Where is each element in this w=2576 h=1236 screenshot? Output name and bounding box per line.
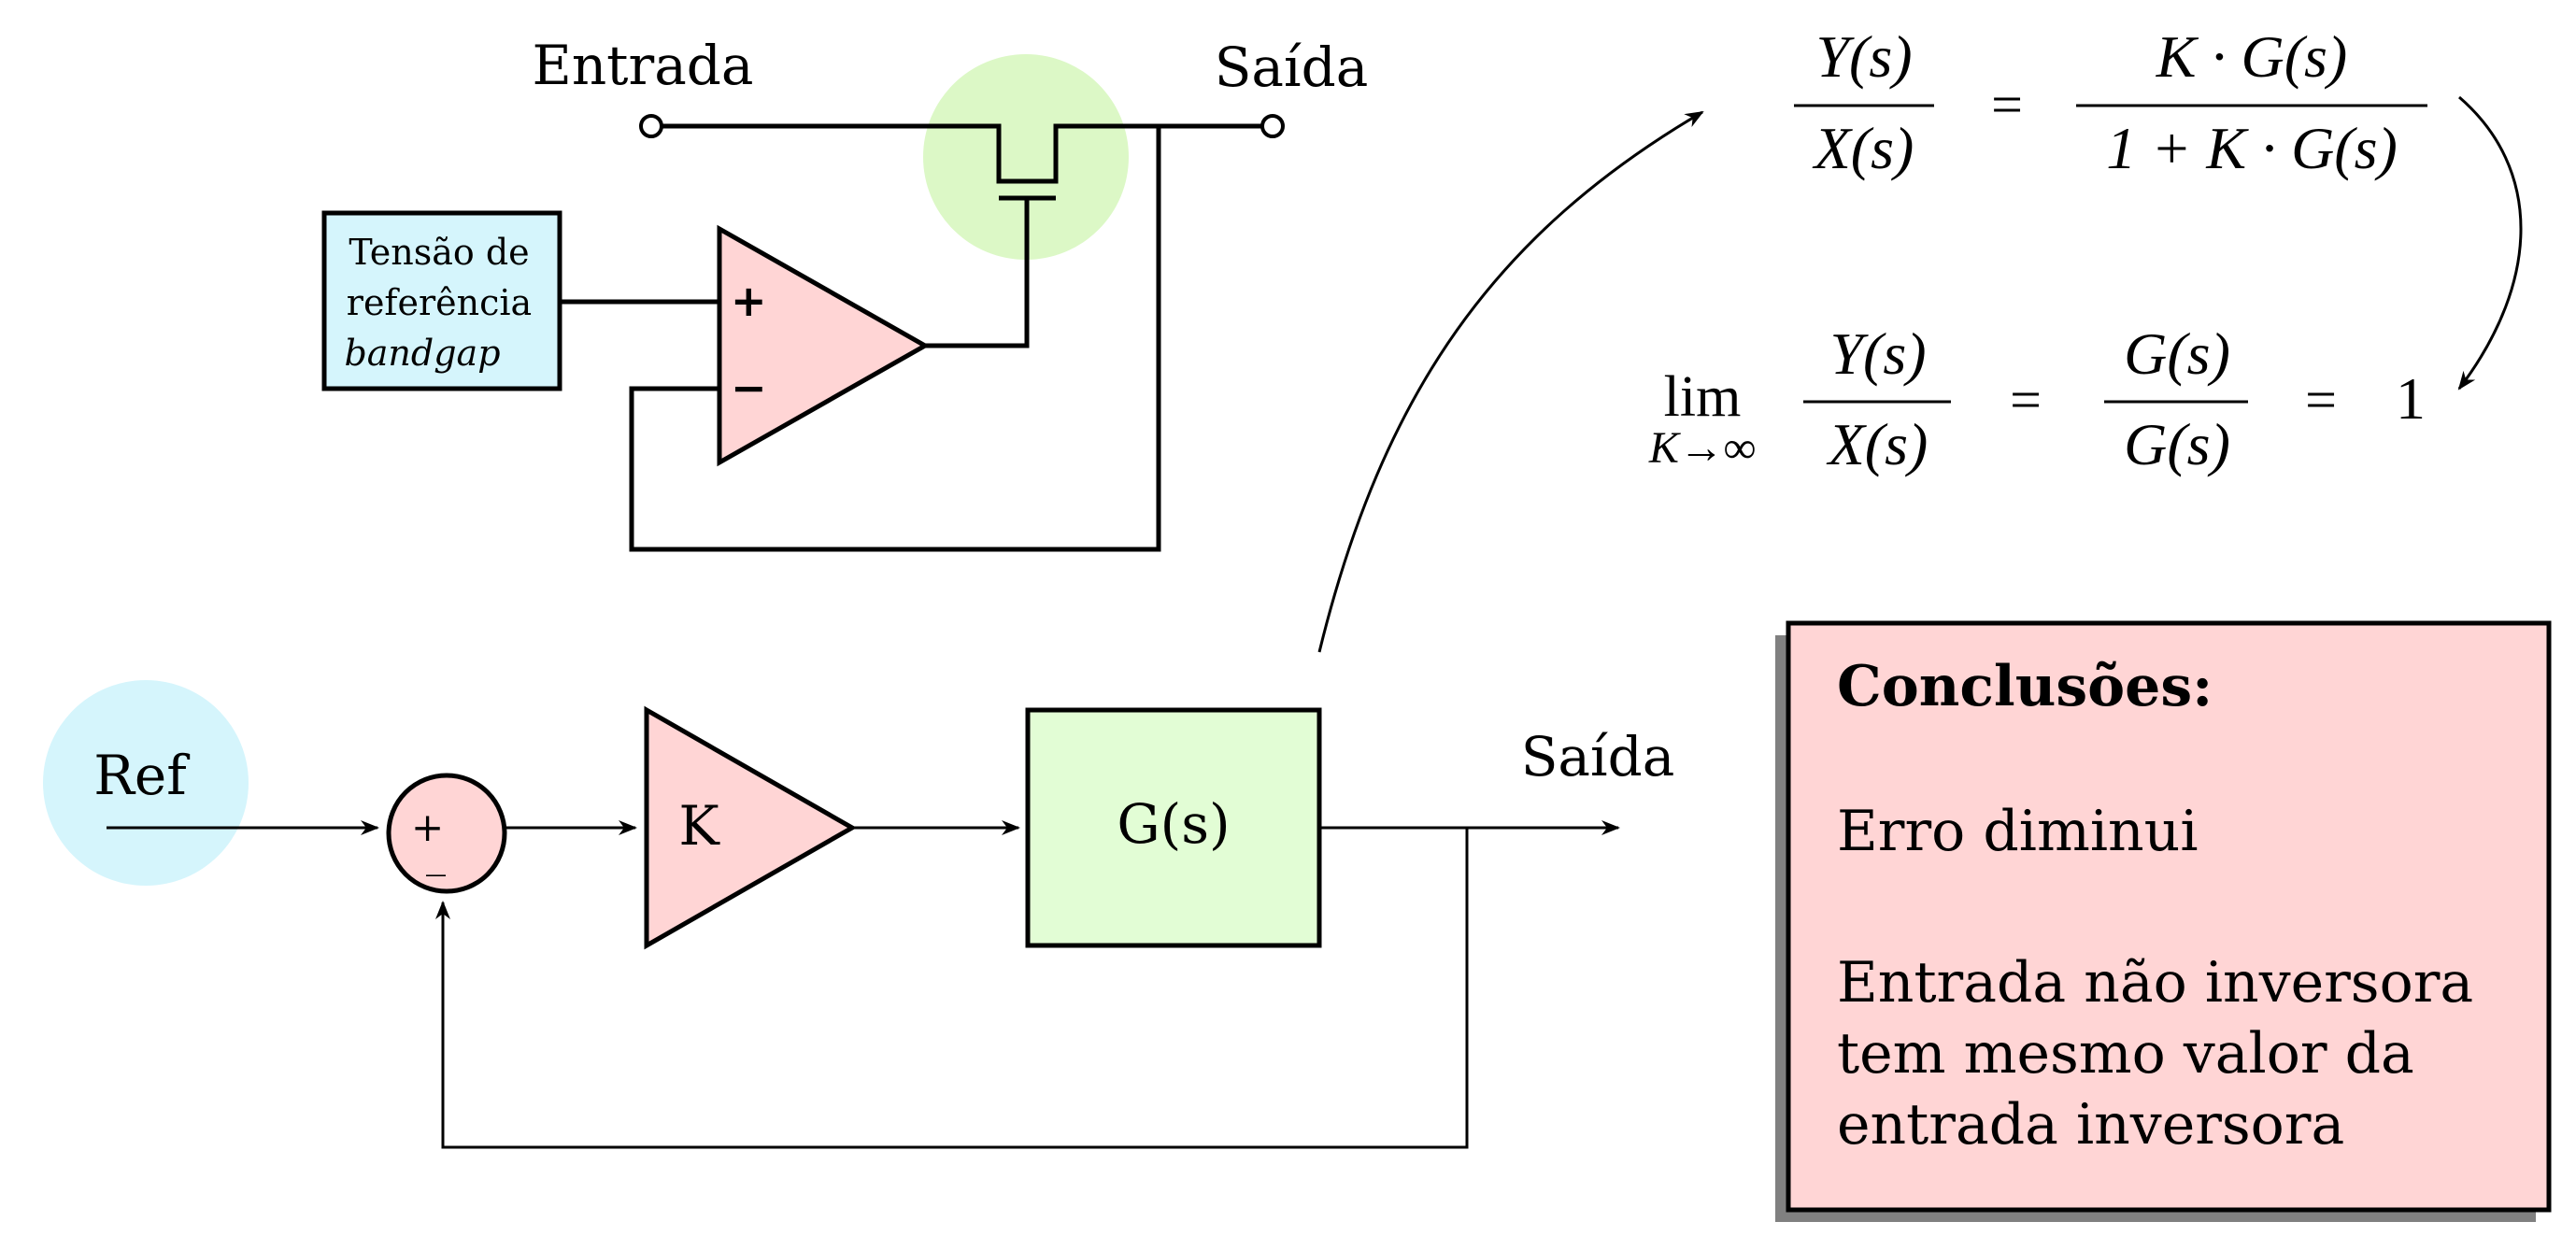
eq1-tf-numerator: K · G(s) bbox=[2156, 23, 2347, 90]
ldo-circuit: + − Tensão de referência bandgap Entrada… bbox=[321, 34, 1369, 552]
reference-label-line2: referência bbox=[347, 282, 532, 323]
block-feedback-wire bbox=[435, 828, 1469, 1149]
eq2-ratio-denominator: X(s) bbox=[1826, 411, 1928, 477]
eq2-one: 1 bbox=[2396, 365, 2426, 432]
ref-circle bbox=[43, 680, 249, 886]
op-amp-minus: − bbox=[731, 362, 767, 413]
curved-arrow-between-equations bbox=[2457, 95, 2523, 391]
conclusions-line2-a: Entrada não inversora bbox=[1837, 950, 2473, 1016]
eq2-equals-1: = bbox=[2010, 369, 2042, 431]
summer-minus: _ bbox=[426, 831, 446, 876]
reference-label-line1: Tensão de bbox=[349, 232, 529, 273]
reference-label-italic: bandgap bbox=[344, 333, 500, 374]
limit-equation: lim K→∞ Y(s) X(s) = G(s) G(s) = 1 bbox=[1648, 320, 2426, 477]
conclusions-line2-c: entrada inversora bbox=[1837, 1092, 2344, 1158]
reference-box bbox=[321, 210, 562, 391]
eq2-g-numerator: G(s) bbox=[2124, 320, 2230, 387]
conclusions-line1: Erro diminui bbox=[1837, 799, 2199, 864]
block-diagram: Ref + _ K G(s) Saída bbox=[43, 680, 1675, 1149]
summer-plus: + bbox=[411, 804, 444, 850]
summer-junction bbox=[386, 773, 507, 894]
eq1-equals: = bbox=[1991, 74, 2023, 135]
op-amp-plus: + bbox=[731, 276, 767, 326]
curved-arrow-to-equation bbox=[1317, 110, 1704, 653]
eq1-tf-denominator: 1 + K · G(s) bbox=[2106, 115, 2398, 181]
op-amp bbox=[717, 224, 931, 467]
eq2-equals-2: = bbox=[2305, 369, 2337, 431]
output-terminal bbox=[1260, 114, 1285, 138]
eq2-lim-subscript: K→∞ bbox=[1648, 423, 1756, 473]
eq2-g-denominator: G(s) bbox=[2124, 411, 2230, 477]
plant-label: G(s) bbox=[1117, 792, 1230, 856]
conclusions-box bbox=[1786, 620, 2552, 1213]
input-terminal bbox=[639, 114, 663, 138]
gate-wire bbox=[925, 198, 1030, 348]
input-output-wire bbox=[651, 123, 1273, 184]
conclusions-title: Conclusões: bbox=[1837, 654, 2213, 719]
eq2-ratio-numerator: Y(s) bbox=[1829, 320, 1926, 387]
ref-label: Ref bbox=[93, 744, 190, 807]
eq1-ratio-numerator: Y(s) bbox=[1815, 23, 1912, 90]
plant-block bbox=[1025, 707, 1322, 948]
transfer-function-equation: Y(s) X(s) = K · G(s) 1 + K · G(s) bbox=[1794, 23, 2427, 181]
eq2-lim: lim bbox=[1664, 365, 1742, 429]
conclusions-line2-b: tem mesmo valor da bbox=[1837, 1021, 2414, 1087]
circuit-output-label: Saída bbox=[1215, 36, 1369, 99]
circuit-input-label: Entrada bbox=[532, 34, 753, 97]
mosfet-highlight bbox=[923, 54, 1129, 260]
conclusions-panel: Conclusões: Erro diminui Entrada não inv… bbox=[1775, 620, 2552, 1222]
circuit-feedback-wire bbox=[629, 126, 1161, 552]
gain-label: K bbox=[678, 794, 720, 858]
eq1-ratio-denominator: X(s) bbox=[1812, 115, 1914, 181]
gain-block bbox=[644, 705, 858, 950]
block-output-label: Saída bbox=[1521, 725, 1675, 788]
